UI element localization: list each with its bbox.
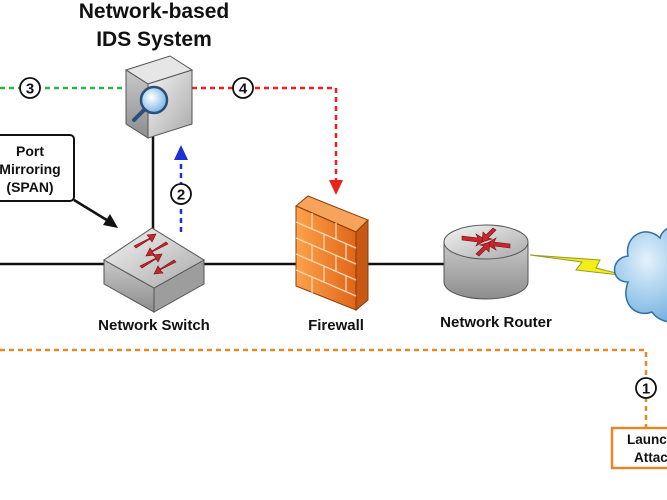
orange-dashed-path [0,348,648,428]
firewall-icon [295,195,369,312]
switch-label: Network Switch [98,317,210,334]
svg-text:Attack: Attack [634,450,667,465]
step-4-marker: 4 [232,77,254,99]
callout-arrow [73,198,111,224]
svg-text:Mirroring: Mirroring [0,161,61,177]
svg-text:3: 3 [26,81,34,98]
red-arrowhead [329,180,343,195]
svg-text:Launch: Launch [627,432,667,447]
step-2-marker: 2 [170,183,192,205]
lightning-link-icon [529,254,629,277]
svg-text:2: 2 [177,187,185,204]
launch-attack-box: Launch Attack [610,426,667,470]
callout-arrowhead [103,214,118,228]
svg-text:4: 4 [239,81,248,98]
router-label: Network Router [440,314,552,331]
svg-text:(SPAN): (SPAN) [6,179,53,195]
network-switch-icon [103,227,205,313]
port-mirroring-callout: Port Mirroring (SPAN) [0,134,75,202]
firewall-label: Firewall [308,317,364,334]
svg-text:1: 1 [642,381,650,398]
step-3-marker: 3 [19,77,41,99]
step-1-marker: 1 [635,377,657,399]
network-router-icon [443,224,529,300]
svg-text:Port: Port [16,143,44,159]
diagram-title-line2: IDS System [96,28,212,51]
red-dashed-path [192,86,338,182]
ids-device-icon [124,55,194,139]
diagram-title-line1: Network-based [79,0,230,23]
blue-arrowhead [174,145,188,160]
internet-cloud-icon [613,227,667,323]
